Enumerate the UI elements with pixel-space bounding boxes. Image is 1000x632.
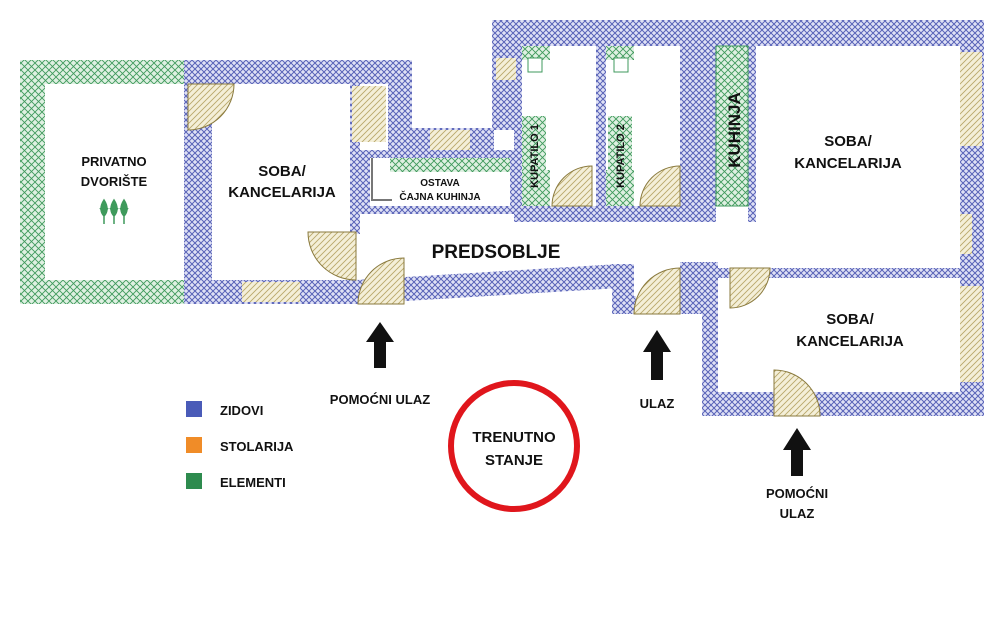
side-entrance-right-label-line1: POMOĆNI [766, 486, 828, 501]
wall-hallway-step-b [612, 296, 636, 314]
door-bath1 [551, 165, 593, 207]
door-storage [371, 158, 392, 201]
door-bath2 [639, 165, 681, 207]
courtyard: PRIVATNO DVORIŠTE [20, 60, 188, 304]
wall-bath-divider [596, 46, 606, 206]
wall-hallway-bottom [356, 264, 620, 304]
door-office-left [187, 83, 235, 131]
legend: ZIDOVI STOLARIJA ELEMENTI [186, 401, 294, 490]
wall-bath2-right [680, 46, 716, 222]
joinery [187, 52, 982, 417]
room-elements [390, 45, 749, 207]
wall-office-left [184, 60, 412, 280]
courtyard-label-line1: PRIVATNO [81, 154, 146, 169]
stamp-circle [448, 380, 580, 512]
window-bath1 [496, 58, 516, 80]
wall-baths-bottom [514, 206, 716, 222]
entrances: POMOĆNI ULAZ ULAZ POMOĆNI ULAZ [330, 322, 828, 521]
plant-icon [99, 198, 129, 224]
wall-entry-right [680, 262, 718, 314]
office-right-top-label-line1: SOBA/ [824, 133, 872, 150]
office-right-top-label-line2: KANCELARIJA [794, 155, 902, 172]
legend-swatch-elements [186, 473, 202, 489]
wall-storage [360, 150, 520, 214]
arrow-up-icon [366, 322, 394, 368]
hallway-label: PREDSOBLJE [432, 242, 561, 263]
window-link [430, 130, 470, 150]
side-entrance-left-label: POMOĆNI ULAZ [330, 392, 430, 407]
wall-office-right-divider [718, 268, 960, 278]
current-state-stamp: TRENUTNO STANJE [448, 380, 580, 512]
arrow-up-icon [643, 330, 671, 380]
wall-office-left-inner [350, 84, 360, 234]
courtyard-label-line2: DVORIŠTE [81, 174, 148, 189]
storage-label-line2: ČAJNA KUHINJA [399, 190, 480, 203]
bathroom2-label: KUPATILO 2 [615, 124, 627, 188]
main-entrance-label: ULAZ [640, 396, 675, 411]
arrow-up-icon [783, 428, 811, 476]
courtyard-border [20, 60, 188, 304]
wall-kitchen-right [748, 46, 756, 222]
bath2-label-box [608, 116, 632, 196]
door-hallway-left [307, 231, 357, 281]
bath1-toilet [527, 57, 543, 73]
window-right-mid [960, 214, 972, 254]
door-office-right-top [729, 267, 771, 309]
kitchen-counter [715, 45, 749, 207]
storage-shelf [390, 158, 510, 172]
bath2-fixture [606, 46, 634, 60]
stamp-label-line1: TRENUTNO [472, 429, 556, 446]
legend-swatch-walls [186, 401, 202, 417]
bath2-toilet [613, 57, 629, 73]
legend-swatch-joinery [186, 437, 202, 453]
door-office-right-bottom [773, 369, 821, 417]
stamp-label-line2: STANJE [485, 452, 543, 469]
room-labels: SOBA/ KANCELARIJA OSTAVA ČAJNA KUHINJA K… [228, 92, 904, 350]
legend-label-joinery: STOLARIJA [220, 439, 294, 454]
office-right-bottom-label-line1: SOBA/ [826, 311, 874, 328]
legend-label-walls: ZIDOVI [220, 403, 263, 418]
kitchen-label: KUHINJA [725, 92, 744, 168]
office-right-bottom-label-line2: KANCELARIJA [796, 333, 904, 350]
bathroom1-label: KUPATILO 1 [529, 124, 541, 188]
window-office-left-bottom [242, 282, 300, 302]
door-side-entrance [357, 257, 405, 305]
office-left-label-line1: SOBA/ [258, 163, 306, 180]
window-office-left-top-right [352, 86, 386, 142]
walls [184, 20, 984, 416]
window-right-top [960, 52, 982, 146]
office-left-label-line2: KANCELARIJA [228, 184, 336, 201]
legend-label-elements: ELEMENTI [220, 475, 286, 490]
wall-bath1-left [514, 46, 522, 206]
bath1-fixture [522, 46, 550, 60]
window-right-bottom [960, 286, 982, 382]
door-main-entrance [633, 267, 681, 315]
storage-label-line1: OSTAVA [420, 178, 459, 189]
side-entrance-right-label-line2: ULAZ [780, 506, 815, 521]
bath1-label-box [522, 116, 546, 196]
